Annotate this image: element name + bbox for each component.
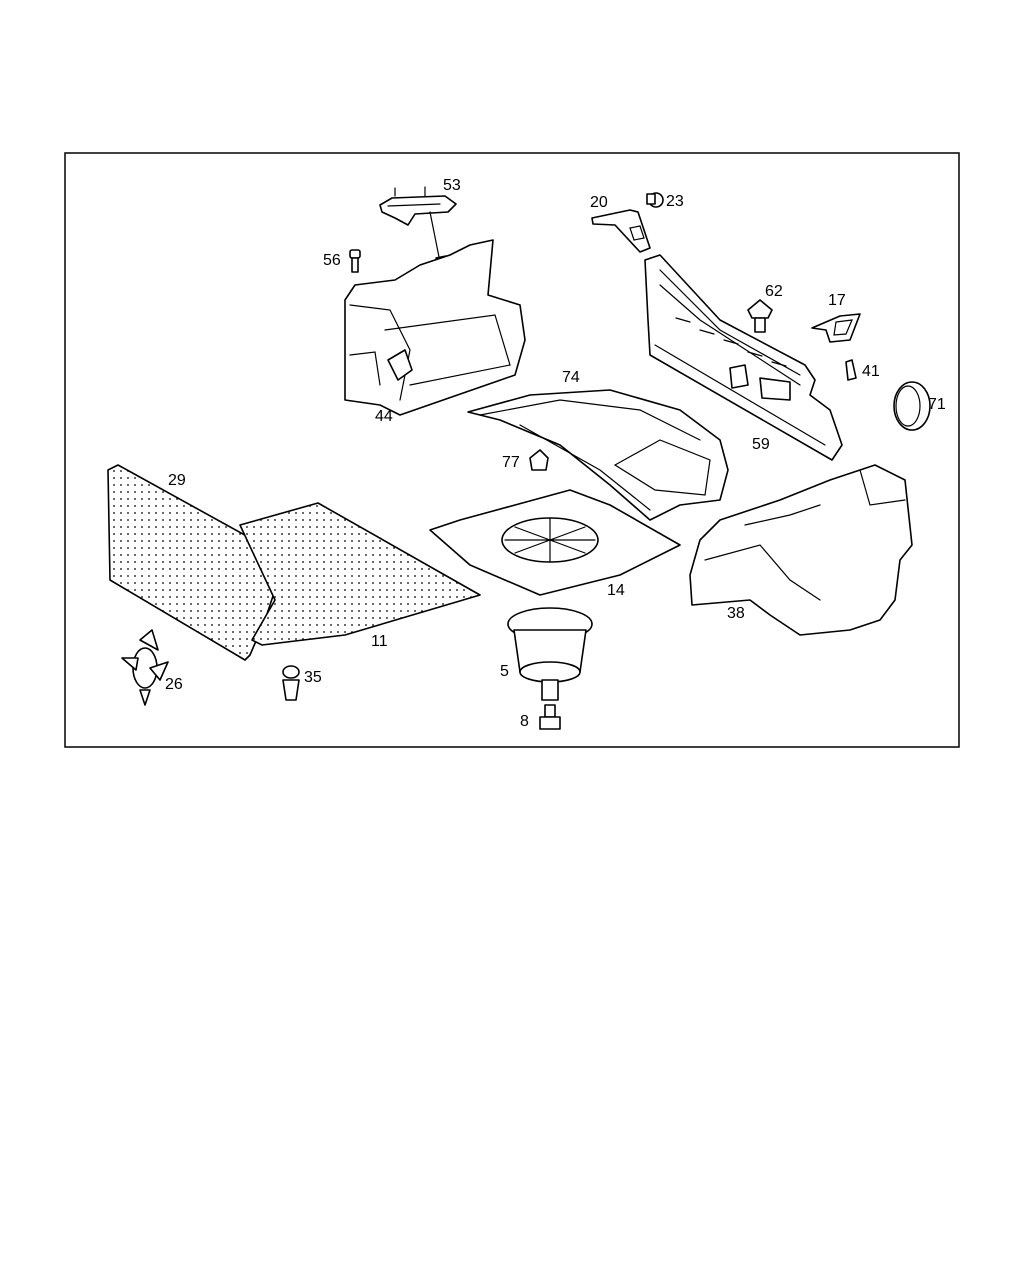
label-20: 20 <box>590 194 608 211</box>
part-77-clip[interactable] <box>529 449 549 471</box>
label-71: 71 <box>928 396 946 413</box>
label-8: 8 <box>520 713 529 730</box>
label-26: 26 <box>165 676 183 693</box>
label-62: 62 <box>765 283 783 300</box>
label-35: 35 <box>304 669 322 686</box>
part-23-clip[interactable] <box>646 192 664 208</box>
label-5: 5 <box>500 663 509 680</box>
label-38: 38 <box>727 605 745 622</box>
diagram-frame <box>64 152 960 748</box>
label-74: 74 <box>562 369 580 386</box>
label-41: 41 <box>862 363 880 380</box>
label-23: 23 <box>666 193 684 210</box>
part-20-upper-trim[interactable] <box>591 209 651 253</box>
part-26-fan[interactable] <box>121 629 169 706</box>
part-41-clip[interactable] <box>845 359 857 381</box>
part-38-wheel-housing[interactable] <box>689 464 913 636</box>
part-59-rear-panel[interactable] <box>644 254 843 461</box>
part-62-clip[interactable] <box>747 299 773 333</box>
label-17: 17 <box>828 292 846 309</box>
label-53: 53 <box>443 177 461 194</box>
label-44: 44 <box>375 408 393 425</box>
label-59: 59 <box>752 436 770 453</box>
part-17-bracket[interactable] <box>811 313 861 343</box>
part-5-bowl[interactable] <box>507 607 593 701</box>
label-29: 29 <box>168 472 186 489</box>
part-56-pin[interactable] <box>349 249 361 273</box>
part-35-clip[interactable] <box>282 665 300 701</box>
label-14: 14 <box>607 582 625 599</box>
part-11-floor-mat[interactable] <box>239 502 481 646</box>
part-8-nut[interactable] <box>539 704 561 730</box>
part-71-plug[interactable] <box>893 381 931 431</box>
part-53-bracket[interactable] <box>379 186 457 267</box>
part-74-cover[interactable] <box>467 389 729 521</box>
label-77: 77 <box>502 454 520 471</box>
label-56: 56 <box>323 252 341 269</box>
part-14-wheel-tray[interactable] <box>429 489 681 596</box>
part-44-side-trim[interactable] <box>344 239 526 416</box>
label-11: 11 <box>371 633 388 650</box>
